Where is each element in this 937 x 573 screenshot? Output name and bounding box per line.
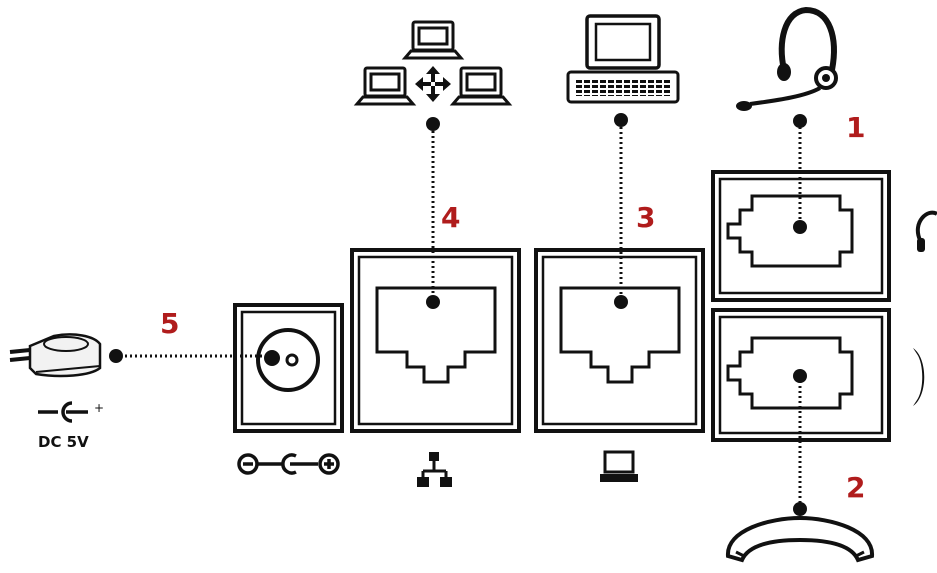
callout-5: 5 [160, 307, 179, 340]
pc-computer-icon [566, 14, 680, 104]
dc-symbol-icon [38, 401, 88, 423]
headset-symbol-icon [916, 210, 937, 252]
headset-icon [736, 6, 838, 111]
network-port-icon [417, 452, 452, 487]
connector-lines [120, 122, 802, 508]
power-adapter-icon [9, 333, 102, 378]
headset-port[interactable] [711, 170, 891, 302]
handset-icon [725, 515, 875, 563]
handset-symbol-icon [913, 348, 925, 406]
network-computers-icon [353, 20, 513, 106]
internet-port[interactable] [350, 248, 521, 433]
callout-3: 3 [636, 201, 655, 234]
polarity-plus-label: + [94, 401, 104, 415]
pc-port-icon [600, 450, 638, 482]
power-port[interactable] [233, 303, 344, 433]
power-rating-label: DC 5V [38, 433, 89, 451]
connector-endpoints [109, 113, 807, 516]
dc-polarity-icon [237, 453, 340, 475]
callout-1: 1 [846, 111, 865, 144]
callout-2: 2 [846, 471, 865, 504]
callout-4: 4 [441, 201, 460, 234]
